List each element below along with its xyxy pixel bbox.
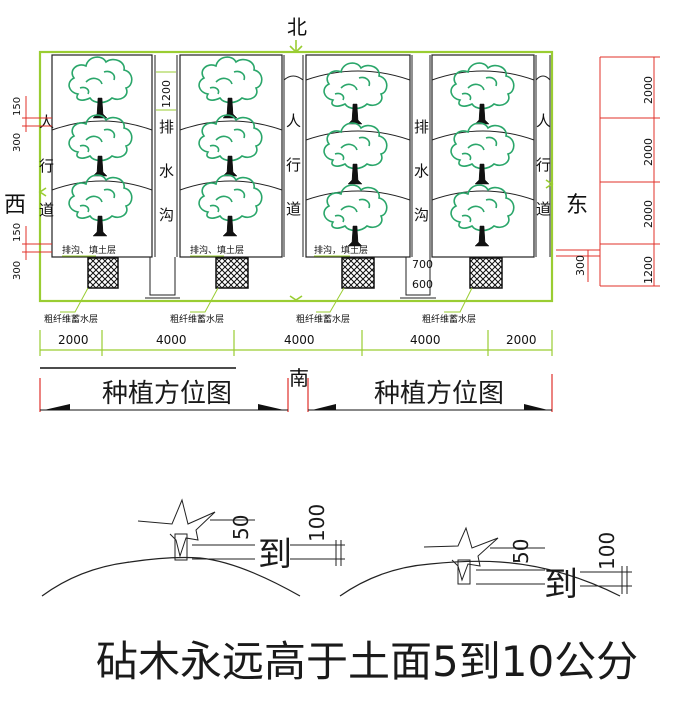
plan-title-1: 种植方位图: [102, 379, 232, 409]
walkway-label-w1: 人: [39, 113, 54, 131]
walkway-label-w3: 道: [39, 201, 54, 219]
grafted-seedling-2: [423, 526, 632, 594]
soil-block-1: [87, 257, 119, 289]
plan-title-2: 种植方位图: [374, 379, 504, 409]
drain-label-b2: 水: [414, 162, 429, 180]
left-dim-4: 300: [12, 261, 23, 280]
walkway-label-e1: 人: [536, 112, 551, 130]
south-label: 南: [289, 366, 309, 390]
drain-label-a3: 沟: [159, 206, 174, 224]
walkway-label-m3: 道: [286, 200, 301, 218]
north-label: 北: [287, 15, 307, 39]
right-dim-4: 1200: [642, 256, 655, 284]
west-label: 西: [4, 193, 26, 218]
bed-2: [179, 54, 283, 258]
walkway-label-e3: 道: [536, 200, 551, 218]
layer-label-2: 排沟、填土层: [190, 244, 244, 256]
fiber-label-3: 粗纤维蓄水层: [296, 313, 350, 325]
detail-dim-50-a: 50: [229, 515, 253, 540]
fiber-label-2: 粗纤维蓄水层: [170, 313, 224, 325]
soil-block-4: [469, 257, 503, 289]
drain-label-b3: 沟: [414, 206, 429, 224]
right-dim-300: 300: [574, 255, 587, 276]
right-dim-1: 2000: [642, 76, 655, 104]
bottom-dim-5: 2000: [506, 333, 537, 347]
detail-dao-a: 到: [258, 535, 292, 575]
walkway-label-m2: 行: [286, 156, 301, 174]
left-dim-3: 150: [12, 223, 23, 242]
left-dim-1: 150: [12, 97, 23, 116]
detail-dim-100-b: 100: [595, 532, 619, 570]
right-dim-2: 2000: [642, 138, 655, 166]
soil-block-2: [215, 257, 249, 289]
right-dim-3: 2000: [642, 200, 655, 228]
walkway-label-m1: 人: [286, 112, 301, 130]
left-dim-2: 300: [12, 133, 23, 152]
walkway-label-e2: 行: [536, 156, 551, 174]
bottom-dim-2: 4000: [156, 333, 187, 347]
detail-dao-b: 到: [544, 565, 578, 605]
fiber-label-1: 粗纤维蓄水层: [44, 313, 98, 325]
layer-label-1: 排沟、填土层: [62, 244, 116, 256]
drain-label-b1: 排: [414, 118, 429, 136]
caption: 砧木永远高于土面5到10公分: [96, 637, 638, 686]
walkway-label-w2: 行: [39, 157, 54, 175]
bottom-dim-1: 2000: [58, 333, 89, 347]
mound-profile: [41, 556, 621, 597]
grafted-seedling-1: [137, 498, 345, 566]
detail-dim-50-b: 50: [509, 539, 533, 564]
drain-label-a2: 水: [159, 162, 174, 180]
dim-700: 700: [412, 258, 433, 271]
dim-1200-inner: 1200: [160, 80, 173, 108]
bottom-dim-4: 4000: [410, 333, 441, 347]
bed-1: [51, 54, 153, 258]
dim-600: 600: [412, 278, 433, 291]
drain-label-a1: 排: [159, 118, 174, 136]
east-label: 东: [566, 193, 588, 218]
bed-4: [431, 54, 535, 258]
layer-label-3: 排沟，填土层: [314, 244, 368, 256]
plan-title-right: 种植方位图: [307, 374, 553, 412]
bottom-dim-3: 4000: [284, 333, 315, 347]
fiber-label-4: 粗纤维蓄水层: [422, 313, 476, 325]
bed-3: [305, 54, 411, 258]
soil-block-3: [341, 257, 375, 289]
plan-title-left: 种植方位图: [39, 367, 289, 412]
detail-dim-100-a: 100: [305, 504, 329, 542]
